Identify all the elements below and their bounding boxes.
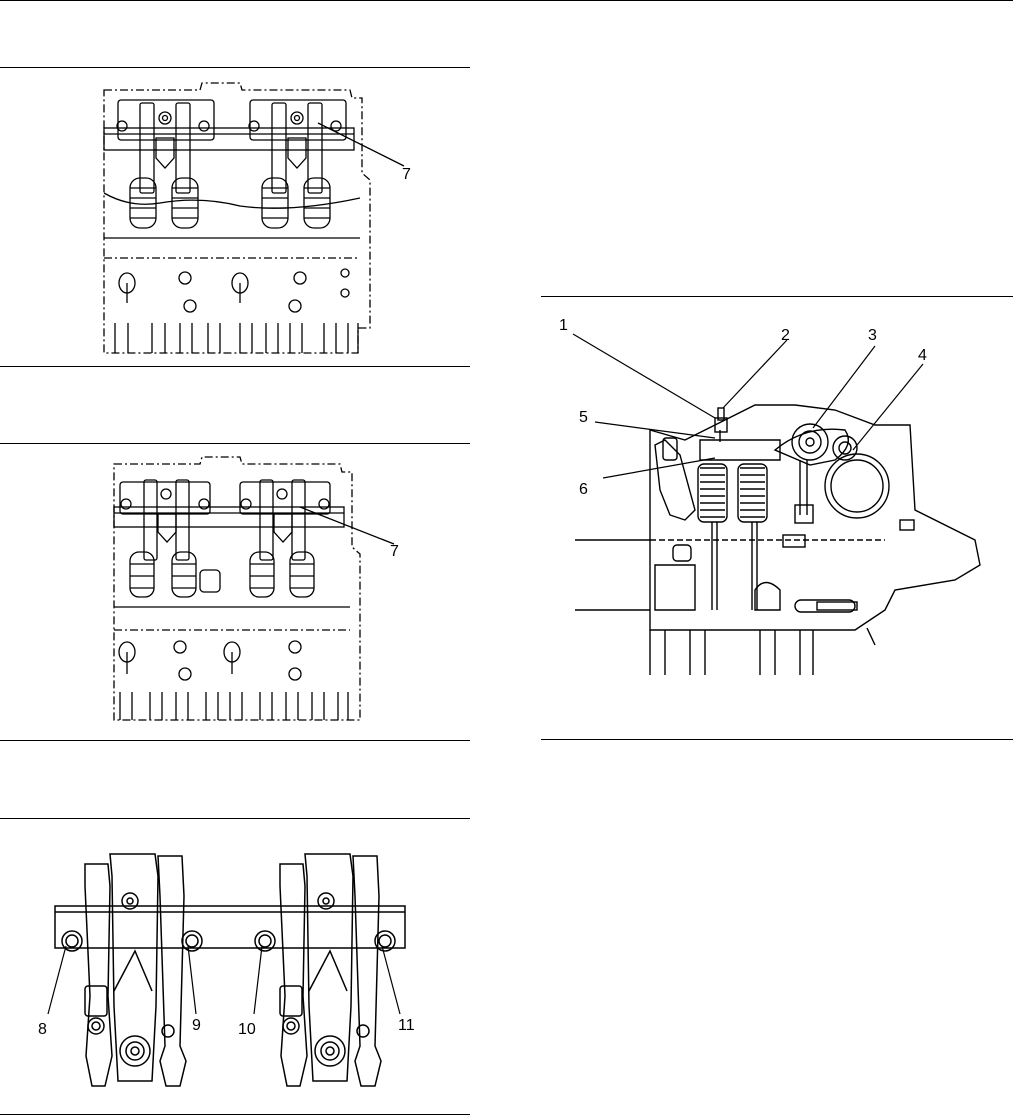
fig3-bottom-rule — [0, 1114, 470, 1115]
cylinder-head-section-illustration: 1 2 3 4 5 6 — [555, 310, 990, 690]
figure-rocker-assembly-2: 7 — [100, 452, 430, 734]
fig1-top-rule — [0, 67, 470, 68]
figure-rocker-assembly-1: 7 — [90, 78, 430, 360]
callout-7: 7 — [390, 543, 399, 560]
callout-5: 5 — [579, 409, 588, 426]
callout-1: 1 — [559, 317, 568, 334]
rocker-assembly-illustration-1: 7 — [90, 78, 430, 360]
callout-9: 9 — [192, 1017, 201, 1034]
fig4-top-rule — [541, 296, 1013, 297]
fig2-top-rule — [0, 443, 470, 444]
callout-6: 6 — [579, 481, 588, 498]
fig3-top-rule — [0, 818, 470, 819]
callout-10: 10 — [238, 1021, 256, 1038]
fig2-bottom-rule — [0, 740, 470, 741]
fig4-bottom-rule — [541, 739, 1013, 740]
callout-2: 2 — [781, 327, 790, 344]
top-rule — [0, 0, 1013, 1]
figure-cylinder-head-section: 1 2 3 4 5 6 — [555, 310, 990, 690]
callout-11: 11 — [398, 1017, 415, 1034]
callout-3: 3 — [868, 327, 877, 344]
callout-4: 4 — [918, 347, 927, 364]
rocker-arms-illustration: 8 9 10 11 — [30, 846, 440, 1108]
callout-7: 7 — [402, 166, 411, 183]
rocker-assembly-illustration-2: 7 — [100, 452, 430, 734]
callout-8: 8 — [38, 1021, 47, 1038]
figure-rocker-arms: 8 9 10 11 — [30, 846, 440, 1108]
fig1-bottom-rule — [0, 366, 470, 367]
